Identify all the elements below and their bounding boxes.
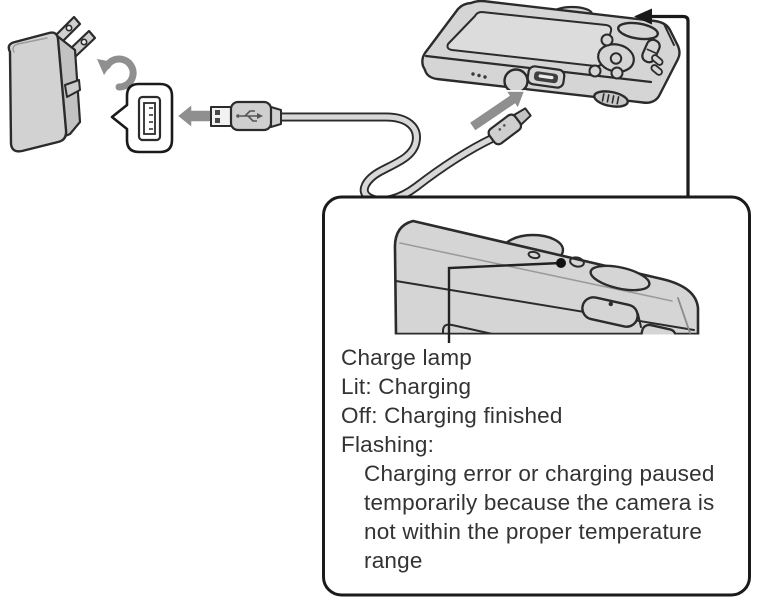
rotate-arrow-icon bbox=[97, 55, 137, 91]
cable-outline bbox=[274, 112, 498, 205]
charge-lamp-indicator bbox=[569, 256, 585, 268]
camera-closeup-illustration bbox=[393, 219, 700, 335]
callout-pointer-arrow-icon bbox=[634, 8, 690, 197]
ac-adapter-illustration bbox=[7, 15, 97, 153]
charge-lamp-title-label: Charge lamp bbox=[341, 345, 473, 370]
bottom-dots bbox=[471, 72, 487, 79]
closeup-lower-button bbox=[639, 323, 677, 335]
button-left bbox=[588, 64, 602, 78]
charge-lamp-dot bbox=[556, 258, 566, 268]
charge-lamp-leader-line bbox=[447, 258, 566, 343]
closeup-rear-button bbox=[581, 296, 639, 328]
lit-status-label: Lit: Charging bbox=[341, 374, 472, 399]
flashing-detail-line: range bbox=[364, 548, 423, 573]
usb-port-callout-bubble bbox=[110, 82, 174, 154]
camera-illustration bbox=[421, 0, 681, 108]
control-dial bbox=[597, 43, 635, 73]
micro-usb-port bbox=[526, 65, 566, 89]
mic-hole bbox=[527, 250, 541, 260]
tripod-socket bbox=[503, 68, 529, 94]
flashing-detail-line: temporarily because the camera is bbox=[364, 490, 715, 515]
closeup-shutter-button bbox=[589, 264, 651, 292]
usb-a-port-icon bbox=[137, 95, 162, 142]
adapter-front-face bbox=[7, 31, 68, 153]
shutter-button bbox=[617, 21, 659, 41]
speaker-grille bbox=[593, 90, 629, 108]
insert-usb-a-arrow-icon bbox=[175, 102, 212, 130]
usb-cable-illustration bbox=[210, 100, 532, 205]
flashing-status-label: Flashing: bbox=[341, 432, 435, 457]
button-right bbox=[610, 66, 624, 80]
button-top bbox=[600, 33, 614, 47]
flashing-detail-line: not within the proper temperature bbox=[364, 519, 703, 544]
charge-lamp-text-block: Charge lamp Lit: Charging Off: Charging … bbox=[341, 343, 741, 575]
flashing-detail-line: Charging error or charging paused bbox=[364, 461, 715, 486]
micro-usb-plug bbox=[487, 107, 532, 146]
side-knobs bbox=[650, 54, 664, 76]
usb-trident-icon bbox=[236, 110, 263, 122]
insert-micro-usb-arrow-icon bbox=[467, 89, 527, 133]
off-status-label: Off: Charging finished bbox=[341, 403, 563, 428]
adapter-notch bbox=[64, 79, 81, 98]
usb-a-plug bbox=[210, 100, 282, 132]
